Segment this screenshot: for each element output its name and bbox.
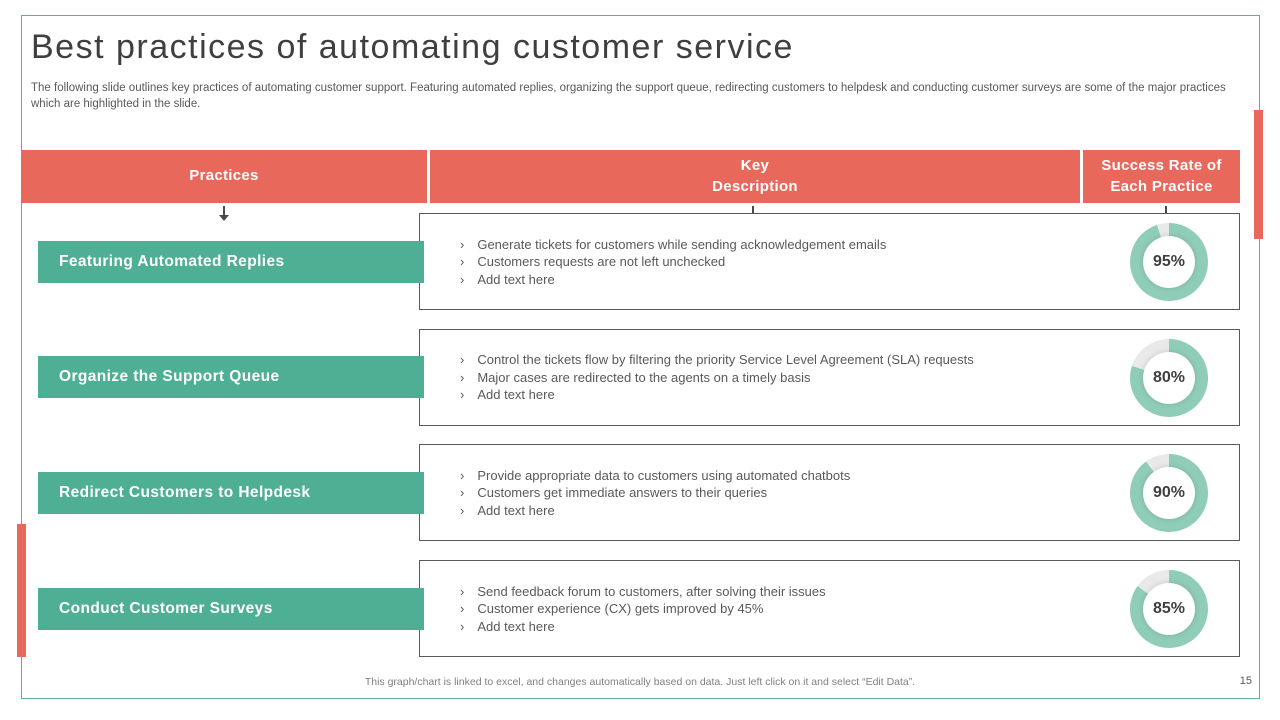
practice-label: Featuring Automated Replies: [38, 240, 424, 283]
bullet-item: › Add text here: [460, 502, 850, 520]
bullet-glyph: ›: [460, 618, 465, 634]
description-box: › Generate tickets for customers while se…: [419, 213, 1240, 310]
column-header-practices: Practices: [21, 150, 427, 203]
bullet-list: › Provide appropriate data to customers u…: [460, 467, 850, 520]
slide-subtitle: The following slide outlines key practic…: [31, 82, 1226, 111]
bullet-glyph: ›: [460, 236, 465, 252]
bullet-item: › Customers requests are not left uncheck…: [460, 253, 886, 271]
table-row: › Send feedback forum to customers, after…: [0, 560, 1280, 658]
bullet-item: › Control the tickets flow by filtering t…: [460, 351, 974, 369]
donut-hole: 80%: [1143, 351, 1195, 404]
success-rate-donut: 85%: [1130, 570, 1208, 649]
bullet-glyph: ›: [460, 386, 465, 402]
left-accent-bar: [17, 524, 26, 657]
bullet-text: Major cases are redirected to the agents…: [477, 369, 811, 385]
bullet-list: › Generate tickets for customers while se…: [460, 235, 886, 288]
success-rate-value: 80%: [1152, 368, 1186, 386]
donut-hole: 85%: [1143, 583, 1195, 636]
practice-label: Redirect Customers to Helpdesk: [38, 471, 424, 514]
success-rate-value: 85%: [1152, 600, 1186, 618]
bullet-item: › Provide appropriate data to customers u…: [460, 467, 850, 485]
bullet-text: Add text here: [477, 271, 555, 287]
footer-note: This graph/chart is linked to excel, and…: [364, 676, 916, 688]
bullet-glyph: ›: [460, 600, 465, 616]
bullet-text: Control the tickets flow by filtering th…: [477, 351, 974, 367]
bullet-glyph: ›: [460, 502, 465, 518]
donut-hole: 90%: [1143, 467, 1195, 520]
column-header-label: Key Description: [712, 157, 798, 195]
bullet-text: Add text here: [477, 502, 555, 518]
bullet-glyph: ›: [460, 369, 465, 385]
bullet-item: › Add text here: [460, 617, 826, 635]
bullet-list: › Send feedback forum to customers, after…: [460, 582, 826, 635]
page-title: Best practices of automating customer se…: [31, 28, 794, 66]
bullet-text: Customers requests are not left unchecke…: [477, 253, 726, 269]
table-row: › Provide appropriate data to customers u…: [0, 444, 1280, 542]
bullet-item: › Add text here: [460, 386, 974, 404]
practice-label: Conduct Customer Surveys: [38, 587, 424, 630]
bullet-glyph: ›: [460, 351, 465, 367]
bullet-text: Provide appropriate data to customers us…: [477, 467, 851, 483]
bullet-item: › Send feedback forum to customers, after…: [460, 582, 826, 600]
bullet-list: › Control the tickets flow by filtering t…: [460, 351, 974, 404]
description-box: › Provide appropriate data to customers u…: [419, 444, 1240, 542]
success-rate-value: 90%: [1152, 484, 1186, 502]
bullet-glyph: ›: [460, 467, 465, 483]
success-rate-donut: 90%: [1130, 454, 1208, 533]
column-header-label: Practices: [189, 167, 259, 185]
bullet-glyph: ›: [460, 271, 465, 287]
description-box: › Send feedback forum to customers, after…: [419, 560, 1240, 658]
table-row: › Control the tickets flow by filtering t…: [0, 328, 1280, 426]
bullet-item: › Generate tickets for customers while se…: [460, 235, 886, 253]
donut-hole: 95%: [1143, 236, 1195, 288]
bullet-text: Customer experience (CX) gets improved b…: [477, 600, 764, 616]
column-header-key-description: Key Description: [430, 150, 1080, 203]
description-box: › Control the tickets flow by filtering t…: [419, 328, 1240, 426]
bullet-text: Add text here: [477, 618, 555, 634]
down-arrow-icon: [219, 206, 229, 221]
column-header-label: Success Rate of Each Practice: [1101, 157, 1222, 195]
page-number: 15: [1239, 675, 1252, 687]
bullet-item: › Major cases are redirected to the agent…: [460, 368, 974, 386]
bullet-item: › Customers get immediate answers to thei…: [460, 484, 850, 502]
right-accent-bar: [1254, 110, 1263, 239]
bullet-item: › Customer experience (CX) gets improved …: [460, 600, 826, 618]
bullet-text: Generate tickets for customers while sen…: [477, 236, 887, 252]
success-rate-donut: 95%: [1130, 223, 1208, 301]
table-row: › Generate tickets for customers while se…: [0, 213, 1280, 310]
practice-label: Organize the Support Queue: [38, 356, 424, 399]
bullet-glyph: ›: [460, 583, 465, 599]
bullet-text: Send feedback forum to customers, after …: [477, 583, 826, 599]
slide-border-frame: [21, 15, 1260, 699]
bullet-glyph: ›: [460, 485, 465, 501]
success-rate-donut: 80%: [1130, 338, 1208, 417]
bullet-text: Customers get immediate answers to their…: [477, 485, 768, 501]
bullet-item: › Add text here: [460, 270, 886, 288]
bullet-text: Add text here: [477, 386, 555, 402]
bullet-glyph: ›: [460, 253, 465, 269]
success-rate-value: 95%: [1152, 253, 1186, 270]
column-header-success-rate: Success Rate of Each Practice: [1083, 150, 1240, 203]
